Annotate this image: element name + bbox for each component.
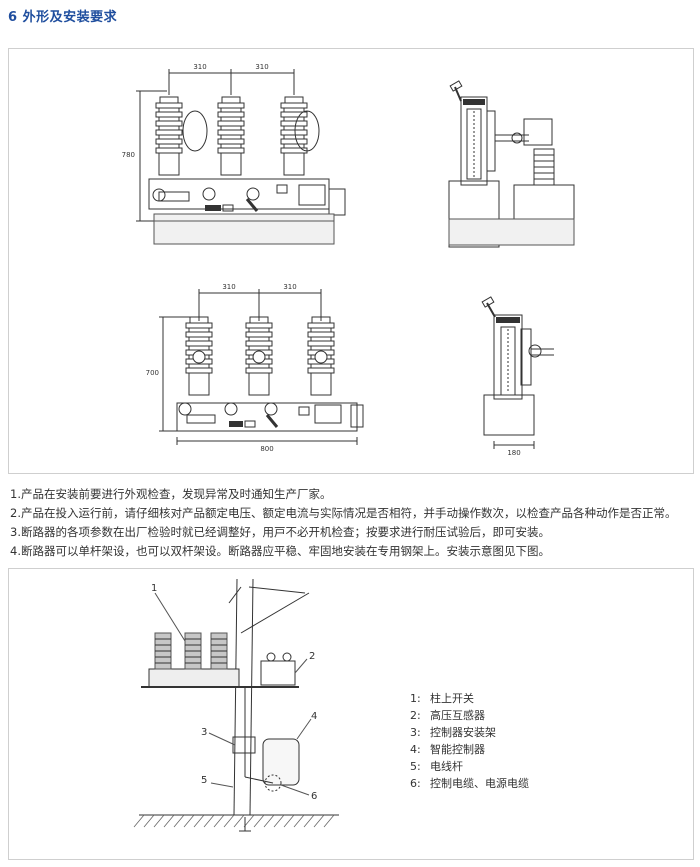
note-item: 1.产品在安装前要进行外观检查，发现异常及时通知生产厂家。: [10, 487, 332, 501]
controller-mount: [232, 687, 300, 792]
callout-4: 4: [311, 711, 317, 722]
legend-item: 1: 柱上开关: [410, 690, 529, 707]
legend-label: 电线杆: [430, 760, 463, 773]
legend-label: 智能控制器: [430, 743, 485, 756]
dim-spacing-right: 310: [255, 63, 268, 71]
front-view-bottom: 310 310 700 800: [146, 283, 364, 453]
dim-spacing-left: 310: [193, 63, 206, 71]
legend-label: 控制器安装架: [430, 726, 496, 739]
legend-number: 1:: [410, 692, 421, 705]
side-view-bottom: 180: [481, 296, 554, 457]
callout-1: 1: [151, 583, 157, 594]
callout-3: 3: [201, 727, 207, 738]
legend-number: 2:: [410, 709, 421, 722]
callout-5: 5: [201, 775, 207, 786]
hv-transformer: [260, 652, 296, 686]
note-item: 2.产品在投入运行前，请仔细核对产品额定电压、额定电流与实际情况是否相符，并手动…: [10, 506, 677, 520]
side-view-top: [448, 80, 575, 248]
legend-item: 4: 智能控制器: [410, 741, 529, 758]
legend-item: 5: 电线杆: [410, 758, 529, 775]
diagram-legend: 1: 柱上开关 2: 高压互感器 3: 控制器安装架 4: 智能控制器 5: 电线杆 6:…: [410, 690, 529, 792]
dim-width: 800: [260, 445, 273, 453]
legend-label: 控制电缆、电源电缆: [430, 777, 529, 790]
legend-item: 3: 控制器安装架: [410, 724, 529, 741]
dimension-drawings: 310 310 780: [122, 63, 575, 457]
dim-spacing-left: 310: [222, 283, 235, 291]
legend-label: 高压互感器: [430, 709, 485, 722]
legend-number: 6:: [410, 777, 421, 790]
legend-item: 2: 高压互感器: [410, 707, 529, 724]
installation-diagram-panel: 1 2 3 4 5 6: [8, 568, 694, 860]
callouts: [154, 592, 312, 796]
callout-6: 6: [311, 791, 317, 802]
dim-height: 700: [146, 369, 159, 377]
front-view-top: 310 310 780: [122, 63, 346, 245]
legend-number: 3:: [410, 726, 421, 739]
dim-spacing-right: 310: [283, 283, 296, 291]
section-title: 6 外形及安装要求: [8, 10, 118, 25]
utility-pole: [228, 578, 310, 832]
pole-mounted-switch: [141, 632, 299, 688]
callout-2: 2: [309, 651, 315, 662]
legend-label: 柱上开关: [430, 692, 474, 705]
note-item: 4.断路器可以单杆架设，也可以双杆架设。断路器应平稳、牢固地安装在专用钢架上。安…: [10, 544, 550, 558]
dimension-drawing-panel: 310 310 780: [8, 48, 694, 474]
ground: [133, 814, 339, 828]
legend-item: 6: 控制电缆、电源电缆: [410, 775, 529, 792]
dim-height: 780: [122, 151, 135, 159]
legend-number: 5:: [410, 760, 421, 773]
note-item: 3.断路器的各项参数在出厂检验时就已经调整好，用戸不必开机检查；按要求进行耐压试…: [10, 525, 550, 539]
installation-notes: 1.产品在安装前要进行外观检查，发现异常及时通知生产厂家。 2.产品在投入运行前…: [10, 485, 700, 561]
dim-depth: 180: [507, 449, 520, 457]
installation-diagram: 1 2 3 4 5 6: [133, 578, 339, 832]
legend-number: 4:: [410, 743, 421, 756]
